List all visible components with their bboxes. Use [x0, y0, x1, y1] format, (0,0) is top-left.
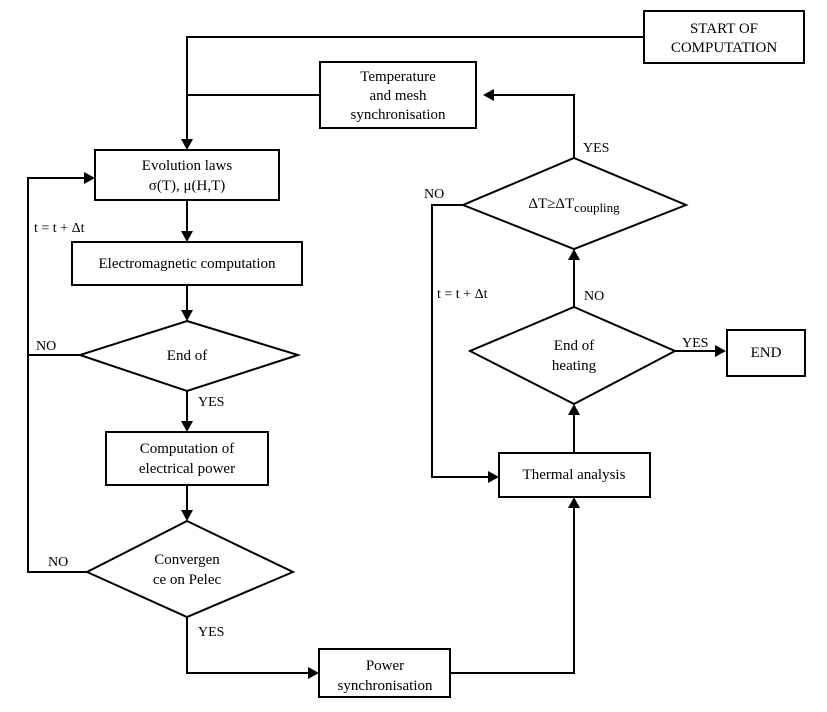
- edge-labels: t = t + Δt NO YES NO YES t = t + Δt YES …: [34, 141, 708, 640]
- power-sync-node: Power synchronisation: [318, 648, 451, 698]
- end-of-label: End of: [167, 348, 207, 364]
- em-computation-label: Electromagnetic computation: [98, 256, 276, 272]
- arrowhead: [568, 249, 580, 260]
- yes-label: YES: [583, 141, 609, 156]
- edge-powersync-to-thermal: [450, 508, 575, 674]
- delta-t-label: ΔT≥ΔTcoupling: [528, 196, 620, 215]
- delta-t-subscript: coupling: [574, 200, 620, 215]
- edge-start-to-evolution: [186, 36, 644, 140]
- yes-label: YES: [198, 395, 224, 410]
- convergence-label-2: ce on Pelec: [153, 572, 222, 588]
- no-label: NO: [584, 289, 604, 304]
- no-label: NO: [424, 187, 444, 202]
- electrical-power-label-2: electrical power: [139, 461, 235, 477]
- thermal-analysis-label: Thermal analysis: [523, 467, 626, 483]
- arrowhead: [181, 139, 193, 150]
- end-heating-label-2: heating: [552, 358, 597, 374]
- arrowhead: [181, 510, 193, 521]
- arrowhead: [483, 89, 494, 101]
- arrowhead: [715, 345, 726, 357]
- time-step-right-label: t = t + Δt: [437, 287, 488, 302]
- end-label: END: [751, 345, 782, 361]
- yes-label: YES: [682, 336, 708, 351]
- start-label-1: START OF: [690, 21, 758, 37]
- power-sync-label-2: synchronisation: [338, 678, 433, 694]
- convergence-decision: Convergen ce on Pelec: [84, 519, 296, 619]
- edge-conv-to-powersync: [186, 617, 308, 674]
- arrowhead: [181, 310, 193, 321]
- start-label-2: COMPUTATION: [671, 40, 777, 56]
- arrowhead: [568, 497, 580, 508]
- evolution-node: Evolution laws σ(T), μ(H,T): [94, 149, 280, 201]
- connectors: [27, 36, 715, 674]
- delta-t-decision: ΔT≥ΔTcoupling: [460, 156, 689, 251]
- convergence-label-1: Convergen: [154, 552, 220, 568]
- evolution-label-2: σ(T), μ(H,T): [149, 178, 226, 194]
- edge-delta-to-tempsync: [494, 94, 575, 158]
- temp-sync-node: Temperature and mesh synchronisation: [319, 61, 477, 129]
- arrowhead: [568, 404, 580, 415]
- arrowhead: [488, 471, 499, 483]
- no-label: NO: [48, 555, 68, 570]
- temp-sync-label-2: and mesh: [369, 88, 427, 104]
- arrowhead: [181, 421, 193, 432]
- temp-sync-label-3: synchronisation: [351, 107, 446, 123]
- arrowhead: [308, 667, 319, 679]
- edge-left-loop: [27, 177, 87, 573]
- end-heating-decision: End of heating: [467, 305, 678, 406]
- em-computation-node: Electromagnetic computation: [71, 241, 303, 286]
- no-label: NO: [36, 339, 56, 354]
- end-of-decision: End of: [76, 319, 302, 393]
- yes-label: YES: [198, 625, 224, 640]
- electrical-power-node: Computation of electrical power: [105, 431, 269, 486]
- end-heating-label-1: End of: [554, 338, 594, 354]
- electrical-power-label-1: Computation of: [140, 441, 235, 457]
- arrowhead: [181, 231, 193, 242]
- delta-t-prefix: ΔT≥ΔT: [528, 196, 574, 212]
- temp-sync-label-1: Temperature: [360, 69, 436, 85]
- start-node: START OF COMPUTATION: [643, 10, 805, 64]
- end-node: END: [726, 329, 806, 377]
- power-sync-label-1: Power: [366, 658, 404, 674]
- edge-right-loop: [431, 204, 488, 478]
- arrowheads: [84, 89, 726, 679]
- time-step-left-label: t = t + Δt: [34, 221, 85, 236]
- evolution-label-1: Evolution laws: [142, 158, 233, 174]
- arrowhead: [84, 172, 95, 184]
- thermal-analysis-node: Thermal analysis: [498, 452, 651, 498]
